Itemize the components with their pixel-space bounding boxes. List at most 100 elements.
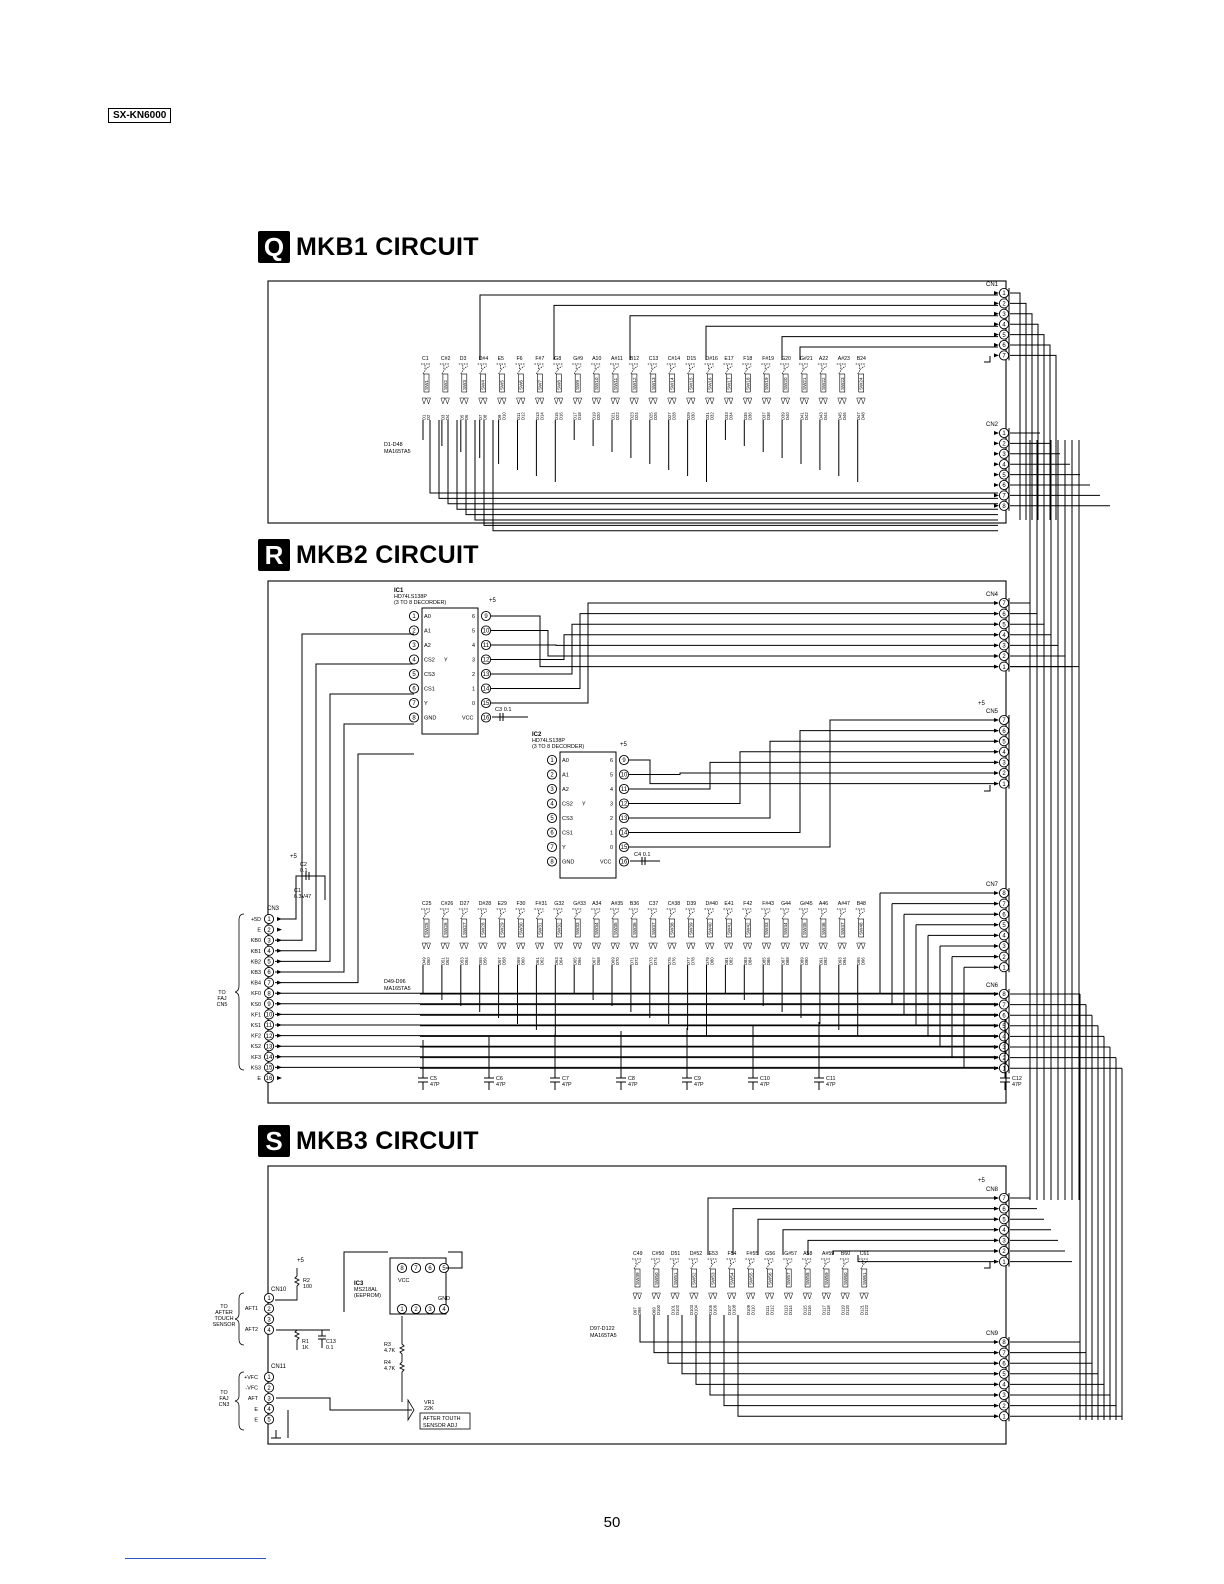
pin-number: 3 [1002, 1045, 1006, 1051]
note-label: F54 [728, 1251, 737, 1257]
diode-symbol [478, 397, 484, 405]
pin-number: 2 [267, 1386, 271, 1392]
cn2-pin [998, 438, 1010, 449]
section-label: MKB2 CIRCUIT [296, 540, 479, 569]
pin-number: 8 [1002, 504, 1006, 510]
ic-pin-name: A2 [424, 643, 431, 649]
switch-body [726, 373, 732, 393]
key-switch [726, 1258, 736, 1270]
diode-label: D71 [629, 957, 634, 965]
diode-symbol [705, 397, 710, 405]
diode-label: D66 [577, 957, 582, 965]
diode-symbol [553, 942, 559, 950]
switch-body [537, 918, 543, 938]
footer-rule [125, 1558, 266, 1559]
diode-label: D110 [750, 1305, 755, 1315]
switch-body [842, 1268, 849, 1288]
variable-resistor [407, 1398, 415, 1422]
switch-label: SW40 [708, 922, 713, 935]
switch-label: SW44 [783, 922, 788, 935]
cn2-pin [998, 469, 1010, 480]
diode-label: D99 [651, 1307, 656, 1315]
cn3-pin [263, 924, 275, 935]
cn6-pin [998, 1063, 1010, 1074]
cn1-bus-wire [479, 294, 998, 360]
ic-output-num: 3 [472, 658, 475, 664]
pin-number: 11 [266, 1023, 273, 1029]
note-label: C61 [860, 1251, 870, 1257]
pin-number: 3 [1002, 1393, 1006, 1399]
cn9-return-wire [681, 1315, 998, 1375]
diode-symbol [558, 397, 564, 405]
ic-pin-name: Y [424, 701, 428, 707]
connector-label: CN4 [986, 592, 999, 598]
cn8-pin [998, 1192, 1010, 1204]
note-label: B36 [630, 901, 639, 907]
diode-label: D75 [667, 957, 672, 965]
note-label: E17 [724, 356, 733, 362]
ic-pin [546, 783, 558, 795]
diode-label: D116 [807, 1305, 812, 1315]
ic-pin [546, 827, 558, 838]
diode-symbol [821, 1292, 827, 1300]
capacitor-value: 47P [430, 1082, 440, 1088]
diode-label: D2 [426, 414, 431, 420]
switch-body [839, 373, 846, 393]
pin-number: 4 [442, 1307, 446, 1313]
pin-number: 7 [1002, 1351, 1006, 1357]
ic-pin [480, 668, 492, 680]
diode-label: D79 [705, 957, 710, 965]
pin-number: 1 [1002, 965, 1006, 971]
diode-symbol [708, 1292, 713, 1300]
diode-symbol [520, 397, 526, 405]
diode-symbol [426, 397, 431, 405]
pin-number: 1 [1002, 431, 1006, 437]
cn5-pin [998, 725, 1010, 736]
diode-symbol [501, 942, 507, 950]
cn9-return-wire [709, 1315, 998, 1396]
section-title-r: R MKB2 CIRCUIT [258, 538, 479, 572]
switch-body [634, 1268, 641, 1288]
cn3-pin-name: KS3 [251, 1065, 261, 1071]
diode-label: D69 [611, 957, 616, 965]
switch-label: SW57 [786, 1272, 791, 1285]
pin-number: 3 [1002, 1239, 1006, 1245]
ic2-output-wire [629, 740, 998, 819]
diode-symbol [709, 397, 715, 405]
ic-output-num: 2 [472, 672, 475, 678]
switch-body [782, 373, 789, 393]
pin-arrow [277, 927, 282, 932]
switch-body [688, 373, 694, 393]
ic3-pin [424, 1303, 436, 1315]
cn1-bus-wire [781, 336, 998, 360]
cn2-pin [998, 500, 1010, 511]
diode-label: D86 [766, 957, 771, 965]
diode-symbol [637, 1292, 642, 1300]
cn7-pin [998, 930, 1010, 941]
diode-symbol [482, 942, 488, 950]
diode-symbol [539, 942, 545, 950]
switch-label: SW19 [764, 377, 769, 390]
pin-number: 15 [621, 845, 628, 851]
diode-symbol [799, 942, 805, 950]
note-label: G#21 [800, 356, 813, 362]
diode-label: D107 [727, 1304, 732, 1315]
pin-number: 16 [621, 860, 628, 866]
note-label: D3 [460, 356, 467, 362]
key-switch [817, 908, 828, 920]
ic2-output-wire [629, 719, 998, 848]
diode-symbol [670, 1292, 676, 1300]
key-switch [858, 1258, 868, 1270]
diode-symbol [652, 942, 658, 950]
diode-symbol [535, 942, 540, 950]
ic1-output-wire [491, 613, 998, 689]
to-label: CN3 [219, 1402, 230, 1408]
cn9-pin [998, 1389, 1010, 1401]
key-switch [610, 908, 620, 920]
diode-label: D81 [724, 957, 729, 965]
switch-body [748, 1268, 754, 1288]
to-label: TO [220, 1304, 227, 1310]
pin-number: 6 [1002, 612, 1006, 618]
to-label: TOUCH [214, 1316, 233, 1322]
note-label: C37 [649, 901, 659, 907]
